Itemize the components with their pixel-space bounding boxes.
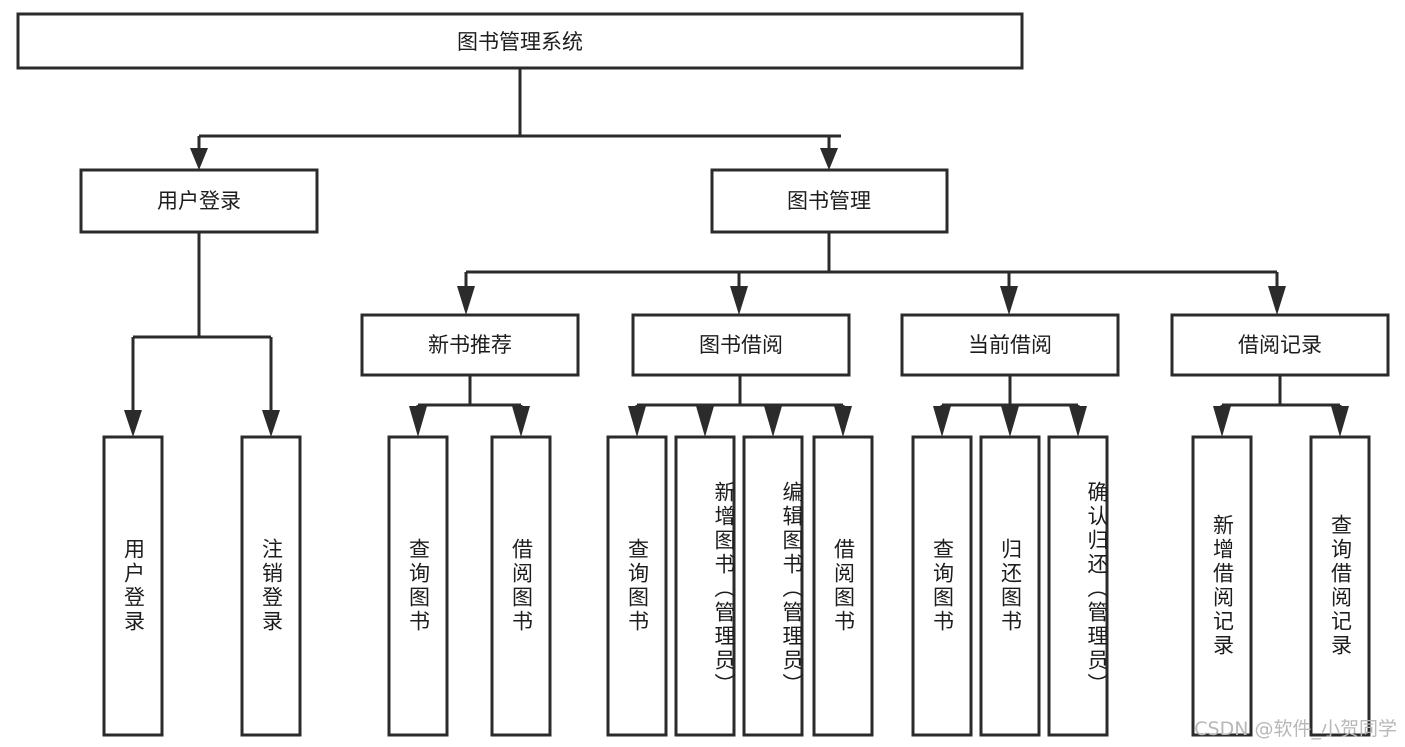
leaf-bookborrow-edit[interactable]	[742, 435, 804, 737]
node-borrow-record[interactable]	[1170, 313, 1390, 377]
leaf-currentborrow-return[interactable]	[979, 435, 1041, 737]
connector-currentborrow-to-leaves	[933, 375, 1087, 437]
connector-bookborrow-to-leaves	[628, 375, 852, 437]
leaf-currentborrow-confirm[interactable]	[1047, 435, 1109, 737]
connector-borrowrecord-to-leaves	[1213, 375, 1349, 437]
node-user-login[interactable]	[79, 168, 319, 234]
node-user-login-label: 用户登录	[157, 189, 241, 213]
connector-root-to-level2	[190, 68, 841, 170]
node-book-borrow[interactable]	[631, 313, 851, 377]
leaf-newbook-query[interactable]	[387, 435, 449, 737]
connector-newbook-to-leaves	[409, 375, 530, 437]
leaf-borrowrecord-add[interactable]	[1191, 435, 1253, 737]
node-new-book-recommend-label: 新书推荐	[428, 333, 512, 357]
leaf-bookborrow-borrow[interactable]	[812, 435, 874, 737]
node-root-label: 图书管理系统	[457, 30, 583, 54]
leaf-bookborrow-add[interactable]	[674, 435, 736, 737]
leaf-user-login-signout[interactable]	[240, 435, 302, 737]
leaf-newbook-borrow[interactable]	[490, 435, 552, 737]
leaf-user-login-signin[interactable]	[102, 435, 164, 737]
leaf-currentborrow-query[interactable]	[911, 435, 973, 737]
leaf-borrowrecord-query[interactable]	[1309, 435, 1371, 737]
node-current-borrow[interactable]	[900, 313, 1120, 377]
node-current-borrow-label: 当前借阅	[968, 333, 1052, 357]
node-new-book-recommend[interactable]	[360, 313, 580, 377]
node-book-borrow-label: 图书借阅	[699, 333, 783, 357]
leaf-bookborrow-query[interactable]	[606, 435, 668, 737]
connector-userlogin-to-leaves	[124, 232, 280, 437]
node-borrow-record-label: 借阅记录	[1238, 333, 1322, 357]
node-book-management[interactable]	[710, 168, 949, 234]
node-book-management-label: 图书管理	[787, 189, 871, 213]
connector-bookmgmt-to-level3	[457, 232, 1286, 315]
node-root[interactable]	[16, 12, 1024, 70]
